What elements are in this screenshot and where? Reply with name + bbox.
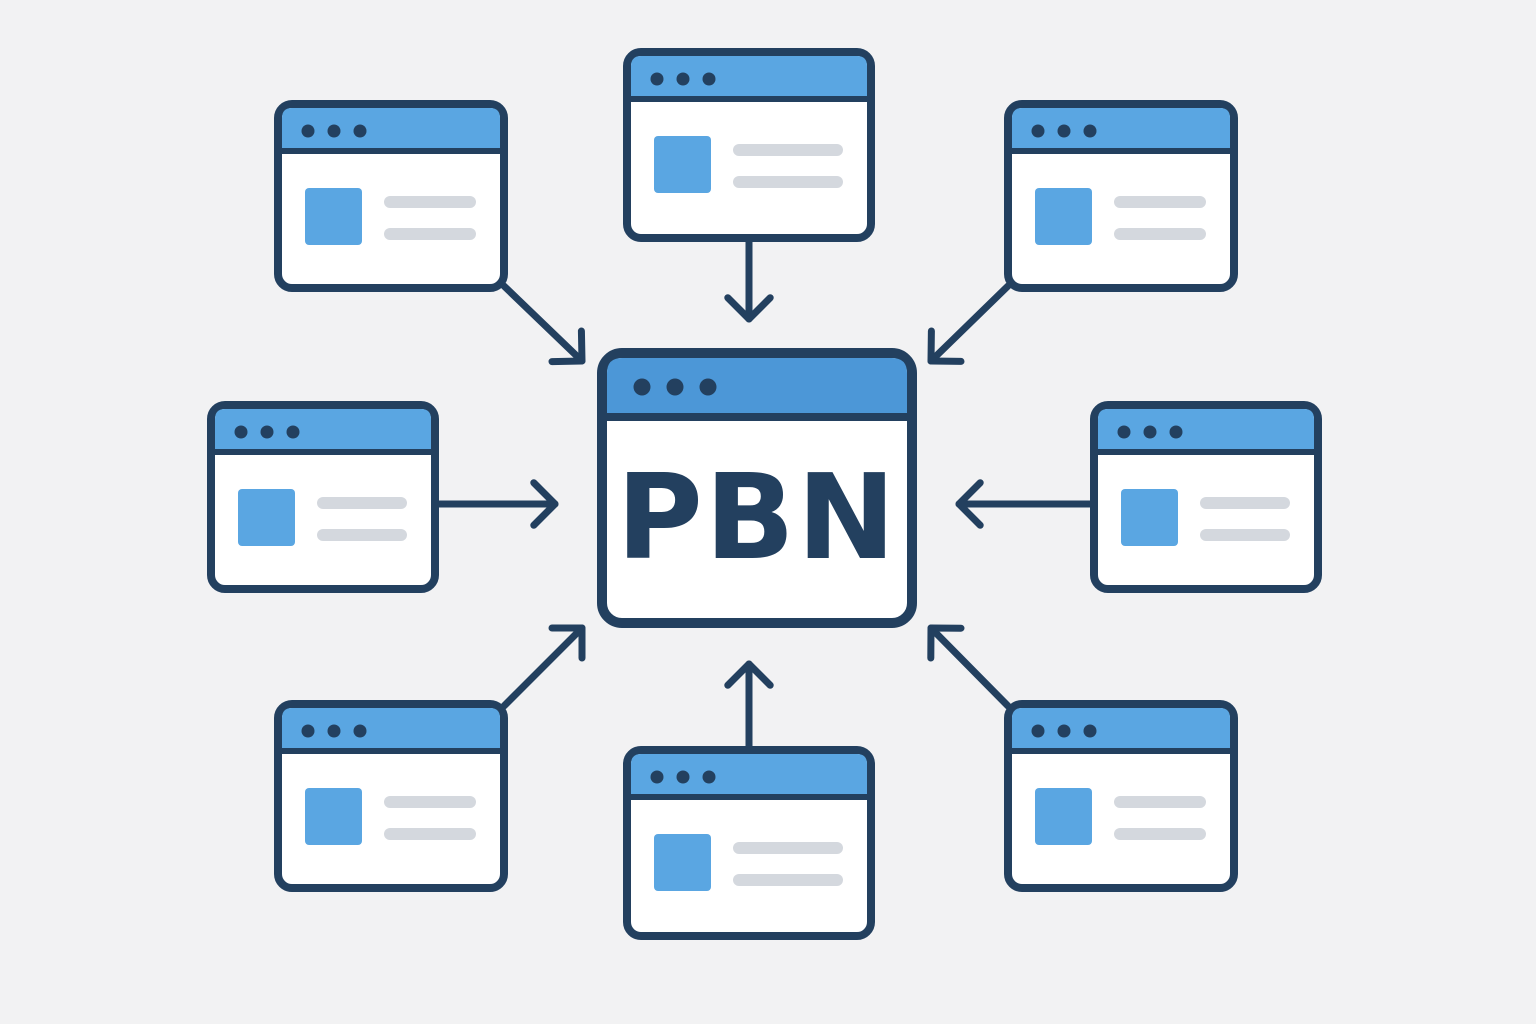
window-titlebar [215, 409, 431, 449]
satellite-window-bottom [623, 746, 875, 940]
arrow-icon [927, 624, 1012, 710]
window-titlebar [631, 56, 867, 96]
window-titlebar [282, 708, 500, 748]
window-dot-icon [676, 770, 690, 784]
window-dot-icon [327, 124, 341, 138]
satellite-windows-layer [207, 48, 1322, 940]
arrow-shaft [500, 282, 586, 365]
window-dot-icon [353, 724, 367, 738]
arrow-shaft [500, 624, 586, 710]
arrow-icon [927, 282, 1012, 365]
image-placeholder-icon [1121, 489, 1178, 546]
satellite-window-left [207, 401, 439, 593]
satellite-window-top-left [274, 100, 508, 292]
window-dot-icon [286, 425, 300, 439]
window-dot-icon [353, 124, 367, 138]
window-dot-icon [702, 770, 716, 784]
image-placeholder-icon [238, 489, 295, 546]
arrow-head [927, 327, 965, 365]
arrow-head [927, 624, 965, 662]
hub-dot-icon [699, 378, 717, 396]
hub-titlebar [607, 358, 907, 417]
window-dot-icon [1143, 425, 1157, 439]
window-titlebar [282, 108, 500, 148]
hub-dot-icon [666, 378, 684, 396]
window-titlebar [1012, 708, 1230, 748]
arrow-head [548, 327, 586, 366]
window-dot-icon [1083, 124, 1097, 138]
window-titlebar [631, 754, 867, 794]
arrow-icon [433, 479, 559, 529]
arrows-layer [433, 236, 1098, 752]
satellite-window-bottom-right [1004, 700, 1238, 892]
arrow-shaft [927, 624, 1012, 710]
image-placeholder-icon [654, 136, 711, 193]
hub-dot-icon [633, 378, 651, 396]
hub-label: PBN [616, 448, 897, 586]
window-titlebar [1012, 108, 1230, 148]
arrow-icon [724, 660, 774, 752]
window-dot-icon [676, 72, 690, 86]
arrow-icon [955, 479, 1098, 529]
arrow-head [530, 479, 559, 529]
window-dot-icon [1117, 425, 1131, 439]
arrow-icon [724, 236, 774, 323]
window-dot-icon [1169, 425, 1183, 439]
arrow-shaft [927, 282, 1012, 365]
window-dot-icon [1057, 724, 1071, 738]
window-dot-icon [702, 72, 716, 86]
arrow-icon [500, 624, 586, 710]
window-titlebar [1098, 409, 1314, 449]
satellite-window-top-right [1004, 100, 1238, 292]
window-dot-icon [1031, 124, 1045, 138]
window-dot-icon [234, 425, 248, 439]
image-placeholder-icon [305, 188, 362, 245]
window-dot-icon [1031, 724, 1045, 738]
window-dot-icon [327, 724, 341, 738]
window-dot-icon [650, 72, 664, 86]
window-dot-icon [1083, 724, 1097, 738]
image-placeholder-icon [1035, 788, 1092, 845]
window-dot-icon [301, 724, 315, 738]
window-dot-icon [1057, 124, 1071, 138]
satellite-window-right [1090, 401, 1322, 593]
satellite-window-top [623, 48, 875, 242]
image-placeholder-icon [1035, 188, 1092, 245]
arrow-icon [500, 282, 586, 366]
image-placeholder-icon [305, 788, 362, 845]
satellite-window-bottom-left [274, 700, 508, 892]
arrow-head [724, 660, 774, 689]
arrow-head [724, 294, 774, 323]
image-placeholder-icon [654, 834, 711, 891]
hub-window: PBN [597, 348, 917, 628]
window-dot-icon [650, 770, 664, 784]
window-dot-icon [260, 425, 274, 439]
arrow-head [955, 479, 984, 529]
arrow-head [548, 624, 586, 662]
window-dot-icon [301, 124, 315, 138]
